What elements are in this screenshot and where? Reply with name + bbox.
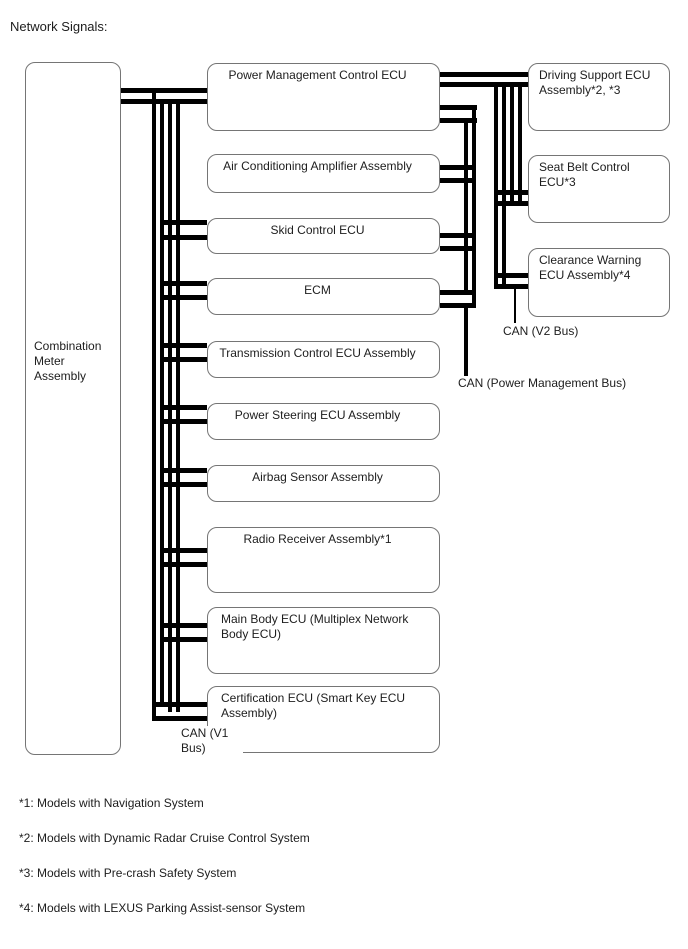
node-box-transmission-control-ecu: Transmission Control ECU Assembly bbox=[207, 341, 440, 378]
bus-line-segment bbox=[152, 702, 207, 707]
node-box-power-steering-ecu: Power Steering ECU Assembly bbox=[207, 403, 440, 440]
node-label: Radio Receiver Assembly*1 bbox=[243, 532, 392, 546]
bus-line-segment bbox=[494, 190, 528, 195]
node-box-main-body-ecu: Main Body ECU (Multiplex Network Body EC… bbox=[207, 607, 440, 674]
bus-line-segment bbox=[494, 201, 528, 206]
footnote: *3: Models with Pre-crash Safety System bbox=[19, 866, 237, 880]
bus-line-segment bbox=[160, 99, 164, 707]
bus-line-segment bbox=[160, 220, 207, 225]
footnote: *4: Models with LEXUS Parking Assist-sen… bbox=[19, 901, 306, 915]
bus-label-can-v2: CAN (V2 Bus) bbox=[503, 324, 579, 339]
bus-line-segment bbox=[440, 72, 528, 77]
node-label: Air Conditioning Amplifier Assembly bbox=[223, 159, 412, 173]
footnote: *1: Models with Navigation System bbox=[19, 796, 204, 810]
bus-line-segment bbox=[440, 233, 476, 238]
node-label: Clearance Warning ECU Assembly*4 bbox=[539, 253, 642, 282]
node-label: Airbag Sensor Assembly bbox=[252, 470, 383, 484]
node-box-skid-control-ecu: Skid Control ECU bbox=[207, 218, 440, 254]
bus-line-segment bbox=[160, 235, 207, 240]
bus-label-can-power-management: CAN (Power Management Bus) bbox=[458, 376, 627, 391]
node-box-air-conditioning-amplifier: Air Conditioning Amplifier Assembly bbox=[207, 154, 440, 193]
page-title: Network Signals: bbox=[10, 19, 108, 34]
bus-line-segment bbox=[440, 290, 476, 295]
bus-line-segment bbox=[160, 468, 207, 473]
footnote: *2: Models with Dynamic Radar Cruise Con… bbox=[19, 831, 310, 845]
node-box-ecm: ECM bbox=[207, 278, 440, 315]
node-box-seat-belt-control-ecu: Seat Belt Control ECU*3 bbox=[528, 155, 670, 223]
bus-line-segment bbox=[440, 105, 477, 110]
bus-line-segment bbox=[510, 82, 514, 206]
bus-line-segment bbox=[440, 82, 528, 87]
node-box-combination-meter: Combination Meter Assembly bbox=[25, 62, 121, 755]
bus-line-segment bbox=[160, 281, 207, 286]
bus-line-segment bbox=[160, 482, 207, 487]
node-box-airbag-sensor: Airbag Sensor Assembly bbox=[207, 465, 440, 502]
node-box-driving-support-ecu: Driving Support ECU Assembly*2, *3 bbox=[528, 63, 670, 131]
node-box-radio-receiver: Radio Receiver Assembly*1 bbox=[207, 527, 440, 593]
node-label: Driving Support ECU Assembly*2, *3 bbox=[539, 68, 651, 97]
bus-line-segment bbox=[160, 637, 207, 642]
bus-line-segment bbox=[464, 118, 468, 295]
bus-line-segment bbox=[160, 357, 207, 362]
node-label: ECM bbox=[304, 283, 331, 297]
bus-line-segment bbox=[514, 289, 516, 323]
bus-line-segment bbox=[121, 99, 207, 104]
bus-line-segment bbox=[160, 343, 207, 348]
bus-line-segment bbox=[472, 105, 476, 308]
bus-line-segment bbox=[152, 88, 156, 721]
bus-line-segment bbox=[160, 548, 207, 553]
bus-line-segment bbox=[518, 82, 522, 206]
node-label: Power Steering ECU Assembly bbox=[234, 408, 401, 422]
node-label: Certification ECU (Smart Key ECU Assembl… bbox=[221, 691, 406, 720]
bus-label-can-v1: CAN (V1 Bus) bbox=[181, 726, 243, 756]
bus-line-segment bbox=[494, 273, 528, 278]
bus-line-segment bbox=[160, 295, 207, 300]
node-label: Power Management Control ECU bbox=[228, 68, 407, 82]
bus-line-segment bbox=[440, 303, 476, 308]
node-label: Main Body ECU (Multiplex Network Body EC… bbox=[221, 612, 409, 641]
bus-line-segment bbox=[494, 82, 498, 289]
bus-line-segment bbox=[152, 716, 207, 721]
node-label: Transmission Control ECU Assembly bbox=[219, 346, 416, 360]
bus-line-segment bbox=[160, 405, 207, 410]
bus-line-segment bbox=[160, 419, 207, 424]
bus-line-segment bbox=[440, 118, 477, 123]
bus-line-segment bbox=[440, 178, 476, 183]
node-label: Skid Control ECU bbox=[270, 223, 365, 237]
bus-line-segment bbox=[440, 165, 476, 170]
bus-line-segment bbox=[502, 82, 506, 289]
node-label: Combination Meter Assembly bbox=[34, 339, 102, 383]
node-box-certification-ecu: Certification ECU (Smart Key ECU Assembl… bbox=[207, 686, 440, 753]
node-label: Seat Belt Control ECU*3 bbox=[539, 160, 630, 189]
bus-line-segment bbox=[121, 88, 207, 93]
bus-line-segment bbox=[160, 623, 207, 628]
node-box-clearance-warning-ecu: Clearance Warning ECU Assembly*4 bbox=[528, 248, 670, 317]
bus-line-segment bbox=[464, 308, 468, 376]
bus-line-segment bbox=[160, 562, 207, 567]
node-box-power-management-ecu: Power Management Control ECU bbox=[207, 63, 440, 131]
bus-line-segment bbox=[440, 246, 476, 251]
bus-line-segment bbox=[494, 284, 528, 289]
